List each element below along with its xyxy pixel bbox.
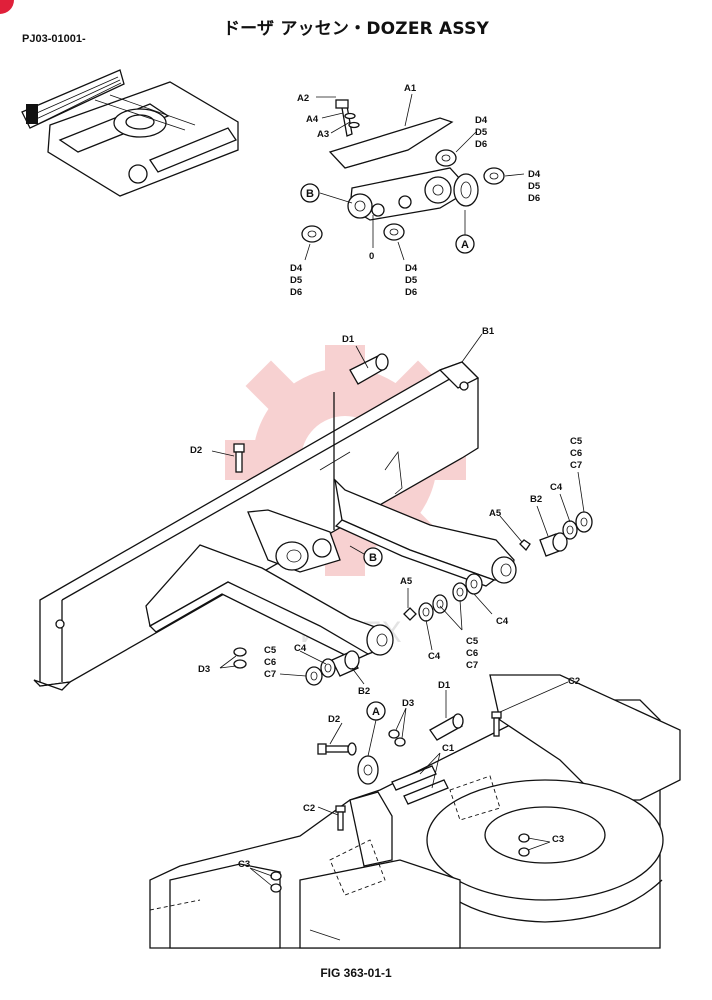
- label-c3-left: C3: [238, 859, 250, 870]
- label-d6-t2: D6: [528, 193, 540, 204]
- label-c4-left: C4: [294, 643, 307, 654]
- label-d2-upper: D2: [190, 445, 202, 456]
- pin-d1-lower: [429, 713, 464, 741]
- bolts-c2: [335, 711, 502, 831]
- right-arm: [334, 450, 517, 587]
- ref-circle-a-low: A: [366, 701, 386, 721]
- pin-d1-upper: [349, 353, 389, 385]
- ref-circle-b-mid: B: [363, 547, 383, 567]
- excavator-thumbnail: [21, 69, 239, 197]
- label-c1: C1: [442, 743, 455, 754]
- label-c4-right: C4: [550, 482, 563, 493]
- ref-circle-b-top: B: [300, 183, 320, 203]
- undercarriage-frame: [149, 674, 681, 949]
- label-a2: A2: [297, 93, 309, 104]
- label-c7-left: C7: [264, 669, 276, 680]
- lower-bushings: [233, 647, 360, 686]
- label-c5-mid: C5: [466, 636, 479, 647]
- valve-subassembly: [301, 99, 505, 243]
- label-b2-right: B2: [530, 494, 542, 505]
- label-d5-t1: D5: [475, 127, 488, 138]
- valve-leaders: [304, 93, 525, 261]
- right-bushings: [519, 511, 593, 557]
- label-a3: A3: [317, 129, 329, 140]
- label-c2-upper: C2: [568, 676, 580, 687]
- label-d4-t1: D4: [475, 115, 488, 126]
- label-d4-t4: D4: [405, 263, 418, 274]
- left-arm: [145, 544, 394, 661]
- figure-number: FIG 363-01-1: [320, 966, 392, 980]
- label-a4: A4: [306, 114, 319, 125]
- center-pivot: [247, 392, 341, 573]
- label-d6-t1: D6: [475, 139, 487, 150]
- page-title: ドーザ アッセン・DOZER ASSY: [222, 19, 490, 39]
- ref-circle-a-top: A: [455, 234, 475, 254]
- label-a1: A1: [404, 83, 417, 94]
- label-c5-left: C5: [264, 645, 277, 656]
- label-d3-left: D3: [198, 664, 210, 675]
- pins-c1: [391, 765, 449, 805]
- label-c7-right: C7: [570, 460, 582, 471]
- label-c5-right: C5: [570, 436, 583, 447]
- label-d4-t3: D4: [290, 263, 303, 274]
- label-d5-t4: D5: [405, 275, 418, 286]
- label-a5-right: A5: [489, 508, 502, 519]
- label-c2-lower: C2: [303, 803, 315, 814]
- bolt-d2-upper: [233, 443, 245, 473]
- label-d6-t3: D6: [290, 287, 302, 298]
- ref-b-top-label: B: [306, 188, 314, 200]
- middle-washers: [403, 573, 483, 622]
- label-c4-mid2: C4: [428, 651, 441, 662]
- label-c6-mid: C6: [466, 648, 478, 659]
- nuts-d3-c3: [270, 729, 530, 893]
- label-c6-left: C6: [264, 657, 276, 668]
- main-leaders: [211, 333, 585, 887]
- ref-a-top-label: A: [461, 239, 469, 251]
- label-b2-left: B2: [358, 686, 370, 697]
- ref-b-mid-label: B: [369, 552, 377, 564]
- label-zero: 0: [369, 251, 374, 262]
- ref-a-low-label: A: [372, 706, 380, 718]
- label-a5-mid: A5: [400, 576, 413, 587]
- label-c7-mid: C7: [466, 660, 478, 671]
- label-d3-lower: D3: [402, 698, 414, 709]
- label-d1-lower: D1: [438, 680, 451, 691]
- label-c6-right: C6: [570, 448, 582, 459]
- label-d2-lower: D2: [328, 714, 340, 725]
- catalog-code: PJ03-01001-: [22, 33, 86, 45]
- label-b1: B1: [482, 326, 495, 337]
- label-d4-t2: D4: [528, 169, 541, 180]
- label-d5-t3: D5: [290, 275, 303, 286]
- label-d5-t2: D5: [528, 181, 541, 192]
- label-c3-right: C3: [552, 834, 564, 845]
- bolt-d2-lower: [317, 742, 357, 756]
- label-d6-t4: D6: [405, 287, 417, 298]
- label-c4-mid: C4: [496, 616, 509, 627]
- label-d1-upper: D1: [342, 334, 355, 345]
